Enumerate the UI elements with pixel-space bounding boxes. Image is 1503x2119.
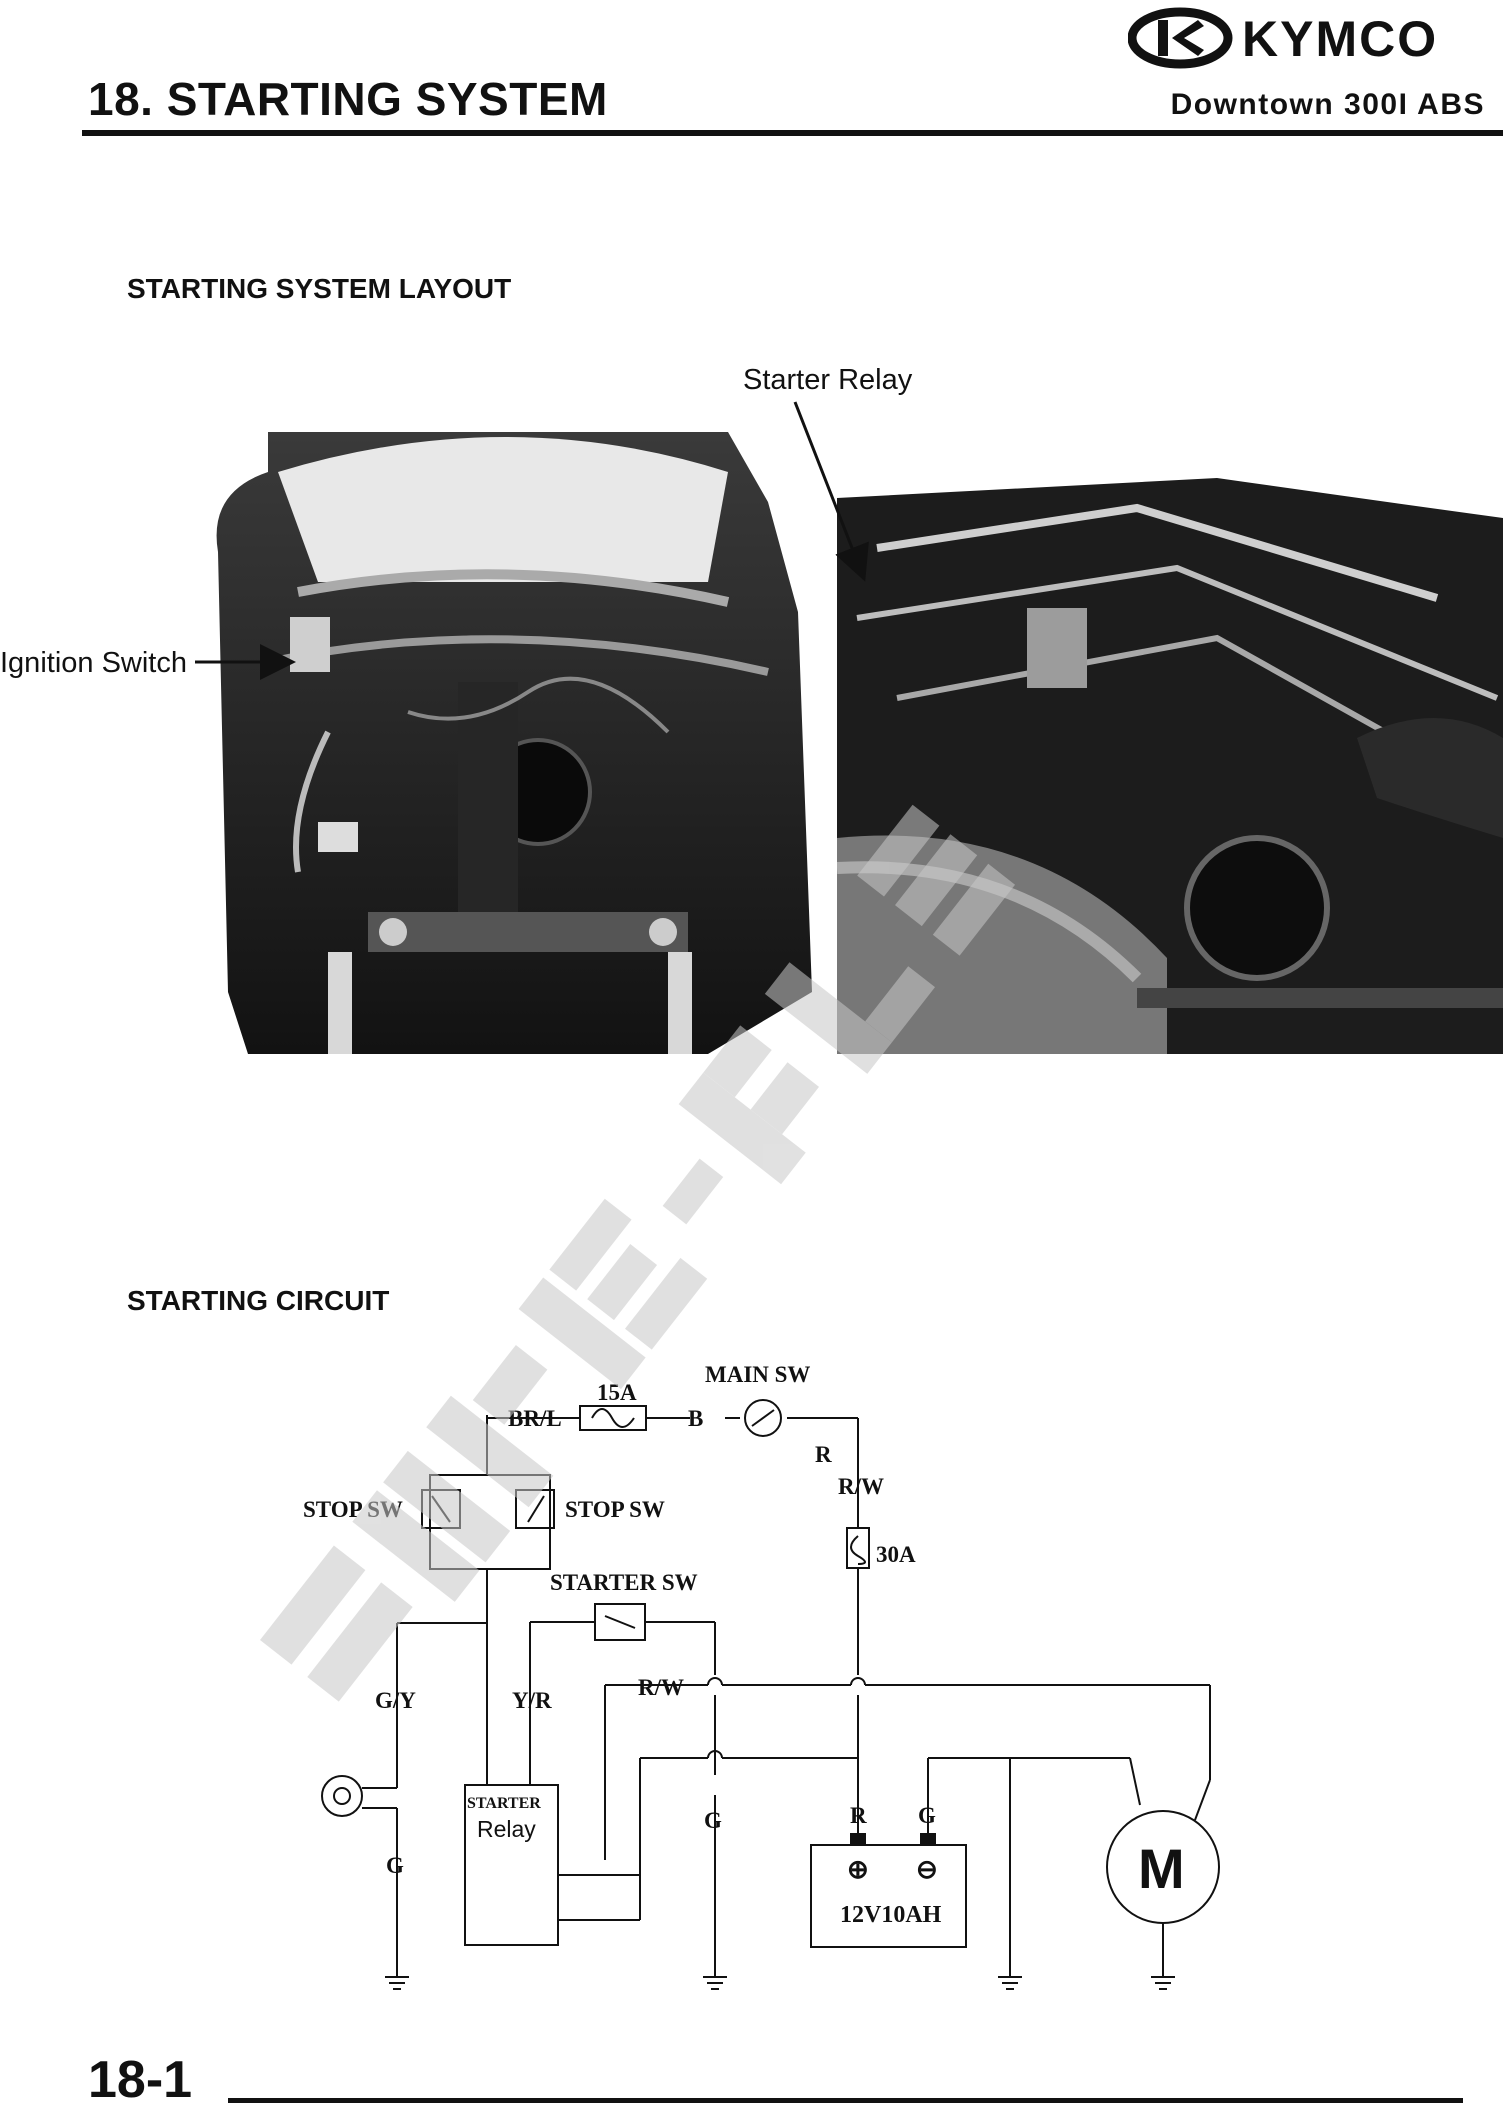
model-name: Downtown 300I ABS bbox=[1170, 88, 1485, 121]
kymco-emblem-icon bbox=[1127, 7, 1233, 69]
label-r-top: R bbox=[815, 1442, 832, 1467]
label-starter-sw: STARTER SW bbox=[550, 1570, 698, 1595]
label-r-w-top: R/W bbox=[838, 1474, 884, 1499]
label-relay-line1: STARTER bbox=[467, 1795, 541, 1812]
main-switch-symbol bbox=[744, 1399, 782, 1437]
label-br-l: BR/L bbox=[508, 1406, 562, 1431]
photo-side-view bbox=[837, 438, 1503, 1054]
label-motor: M bbox=[1138, 1837, 1185, 1900]
label-battery-rating: 12V10AH bbox=[840, 1902, 942, 1928]
fuse-30a-symbol bbox=[846, 1527, 870, 1569]
label-b: B bbox=[688, 1406, 703, 1431]
callout-ignition-switch: Ignition Switch bbox=[0, 647, 187, 679]
label-fuse-15a: 15A bbox=[597, 1380, 637, 1405]
label-batt-g: G bbox=[918, 1803, 936, 1828]
starting-circuit-diagram: 15A MAIN SW BR/L B R R/W 30A STOP SW STO… bbox=[303, 1362, 1220, 1990]
label-stop-sw-left: STOP SW bbox=[303, 1497, 403, 1522]
brand-wordmark: KYMCO bbox=[1242, 11, 1439, 67]
chapter-title: 18. STARTING SYSTEM bbox=[88, 73, 608, 125]
label-batt-r: R bbox=[850, 1803, 867, 1828]
battery-terminal-positive bbox=[850, 1833, 866, 1845]
label-main-sw: MAIN SW bbox=[705, 1362, 810, 1387]
section-title-layout: STARTING SYSTEM LAYOUT bbox=[127, 273, 512, 304]
label-g-left: G bbox=[386, 1853, 404, 1878]
battery-terminal-negative bbox=[920, 1833, 936, 1845]
label-minus: ⊖ bbox=[916, 1855, 938, 1884]
section-title-circuit: STARTING CIRCUIT bbox=[127, 1285, 390, 1316]
label-fuse-30a: 30A bbox=[876, 1542, 916, 1567]
page-number: 18-1 bbox=[88, 2051, 193, 2109]
label-g-y: G/Y bbox=[375, 1688, 416, 1713]
label-g-mid: G bbox=[704, 1808, 722, 1833]
callout-starter-relay: Starter Relay bbox=[743, 364, 913, 396]
starter-switch-symbol bbox=[594, 1603, 646, 1641]
stop-switch-symbols bbox=[421, 1489, 555, 1529]
fuse-15a-symbol bbox=[579, 1405, 647, 1431]
photo-front-view bbox=[216, 432, 812, 1054]
label-r-w-mid: R/W bbox=[638, 1675, 684, 1700]
label-relay-line2: Relay bbox=[477, 1816, 536, 1842]
footer-rule bbox=[228, 2098, 1463, 2103]
label-stop-sw-right: STOP SW bbox=[565, 1497, 665, 1522]
header-rule bbox=[82, 130, 1503, 136]
ground-symbols bbox=[385, 1976, 1175, 1990]
label-y-r: Y/R bbox=[512, 1688, 552, 1713]
kymco-logo: KYMCO bbox=[1127, 6, 1488, 70]
label-plus: ⊕ bbox=[847, 1855, 869, 1884]
